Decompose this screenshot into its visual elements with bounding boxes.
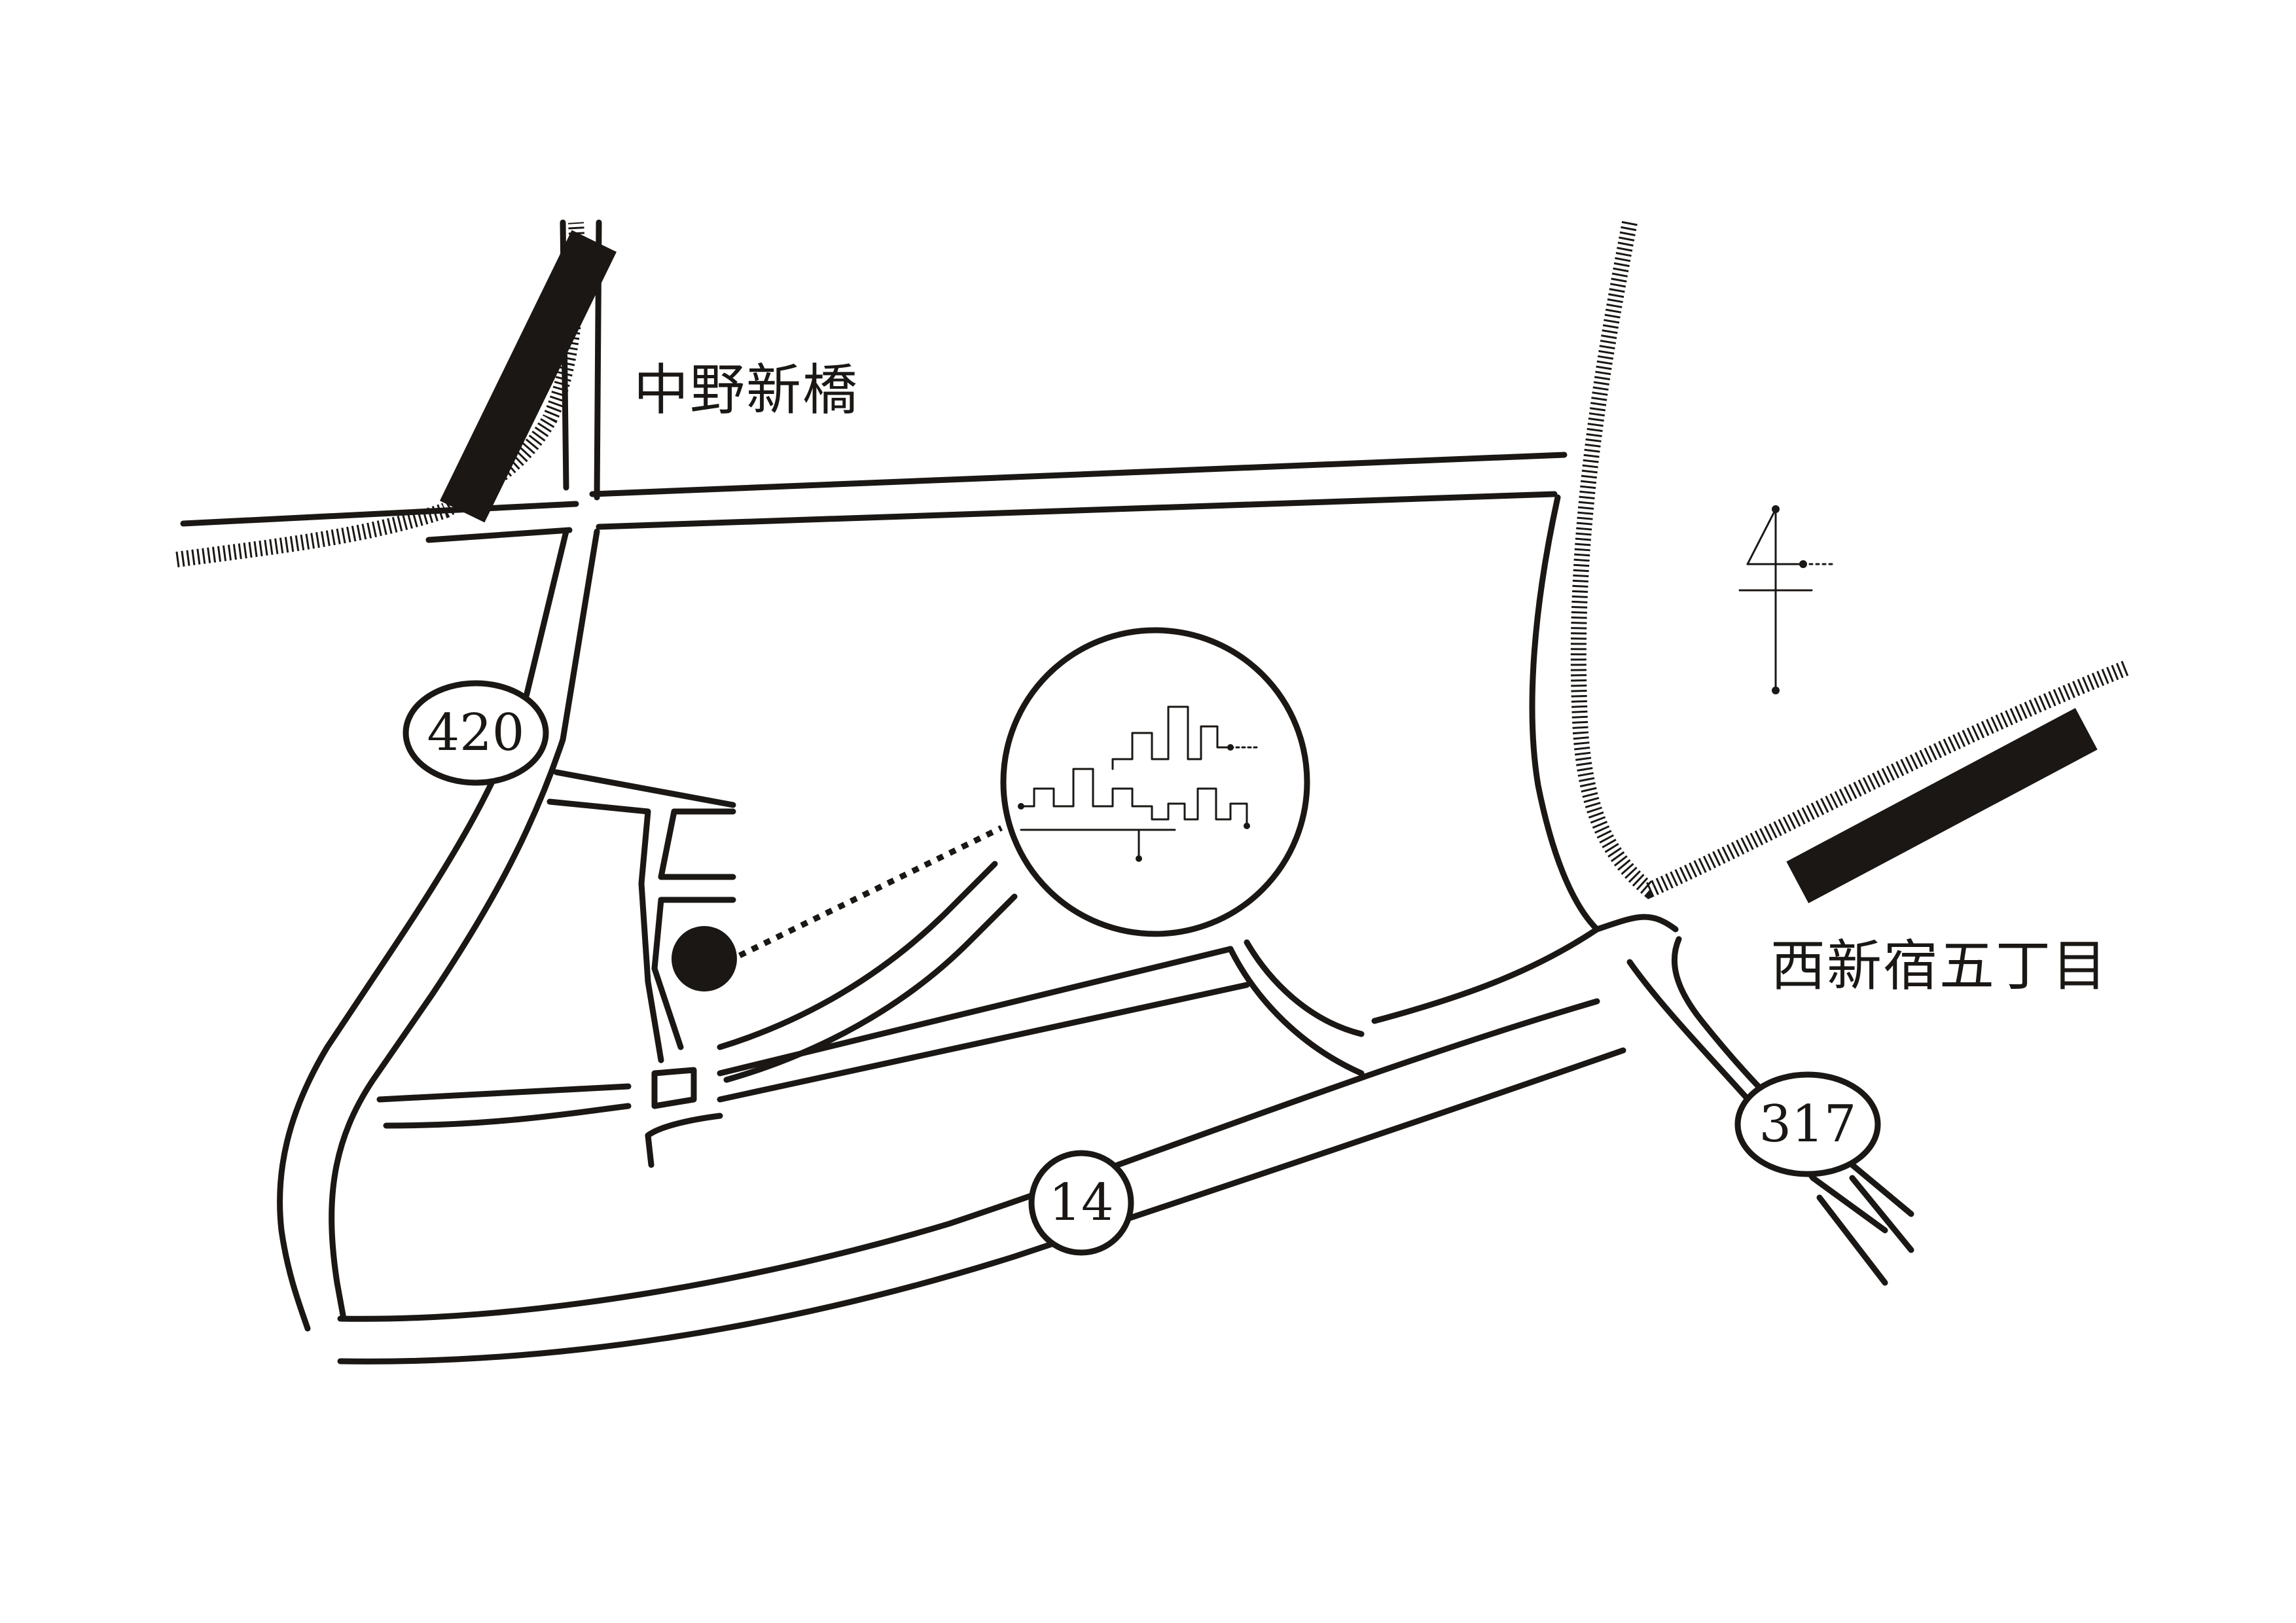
route-14-number: 14 — [1049, 1173, 1113, 1232]
route-420-number: 420 — [427, 704, 525, 762]
railway-line-east — [1570, 221, 2130, 899]
route-317-badge: 317 — [1734, 1071, 1881, 1177]
station-icon — [1786, 707, 2098, 904]
station-label-nakano-shimbashi: 中野新橋 — [634, 358, 859, 422]
destination-marker-icon — [672, 926, 737, 991]
leader-line — [738, 825, 1003, 959]
station-label-nishi-shinjuku-gochome: 西新宿五丁目 — [1770, 934, 2108, 998]
station-icon — [440, 230, 617, 523]
route-420-badge: 420 — [403, 680, 549, 786]
route-317-number: 317 — [1759, 1095, 1857, 1154]
north-arrow-icon — [1738, 505, 1837, 694]
shop-logo-icon — [1000, 627, 1310, 937]
route-14-badge: 14 — [1028, 1150, 1134, 1256]
